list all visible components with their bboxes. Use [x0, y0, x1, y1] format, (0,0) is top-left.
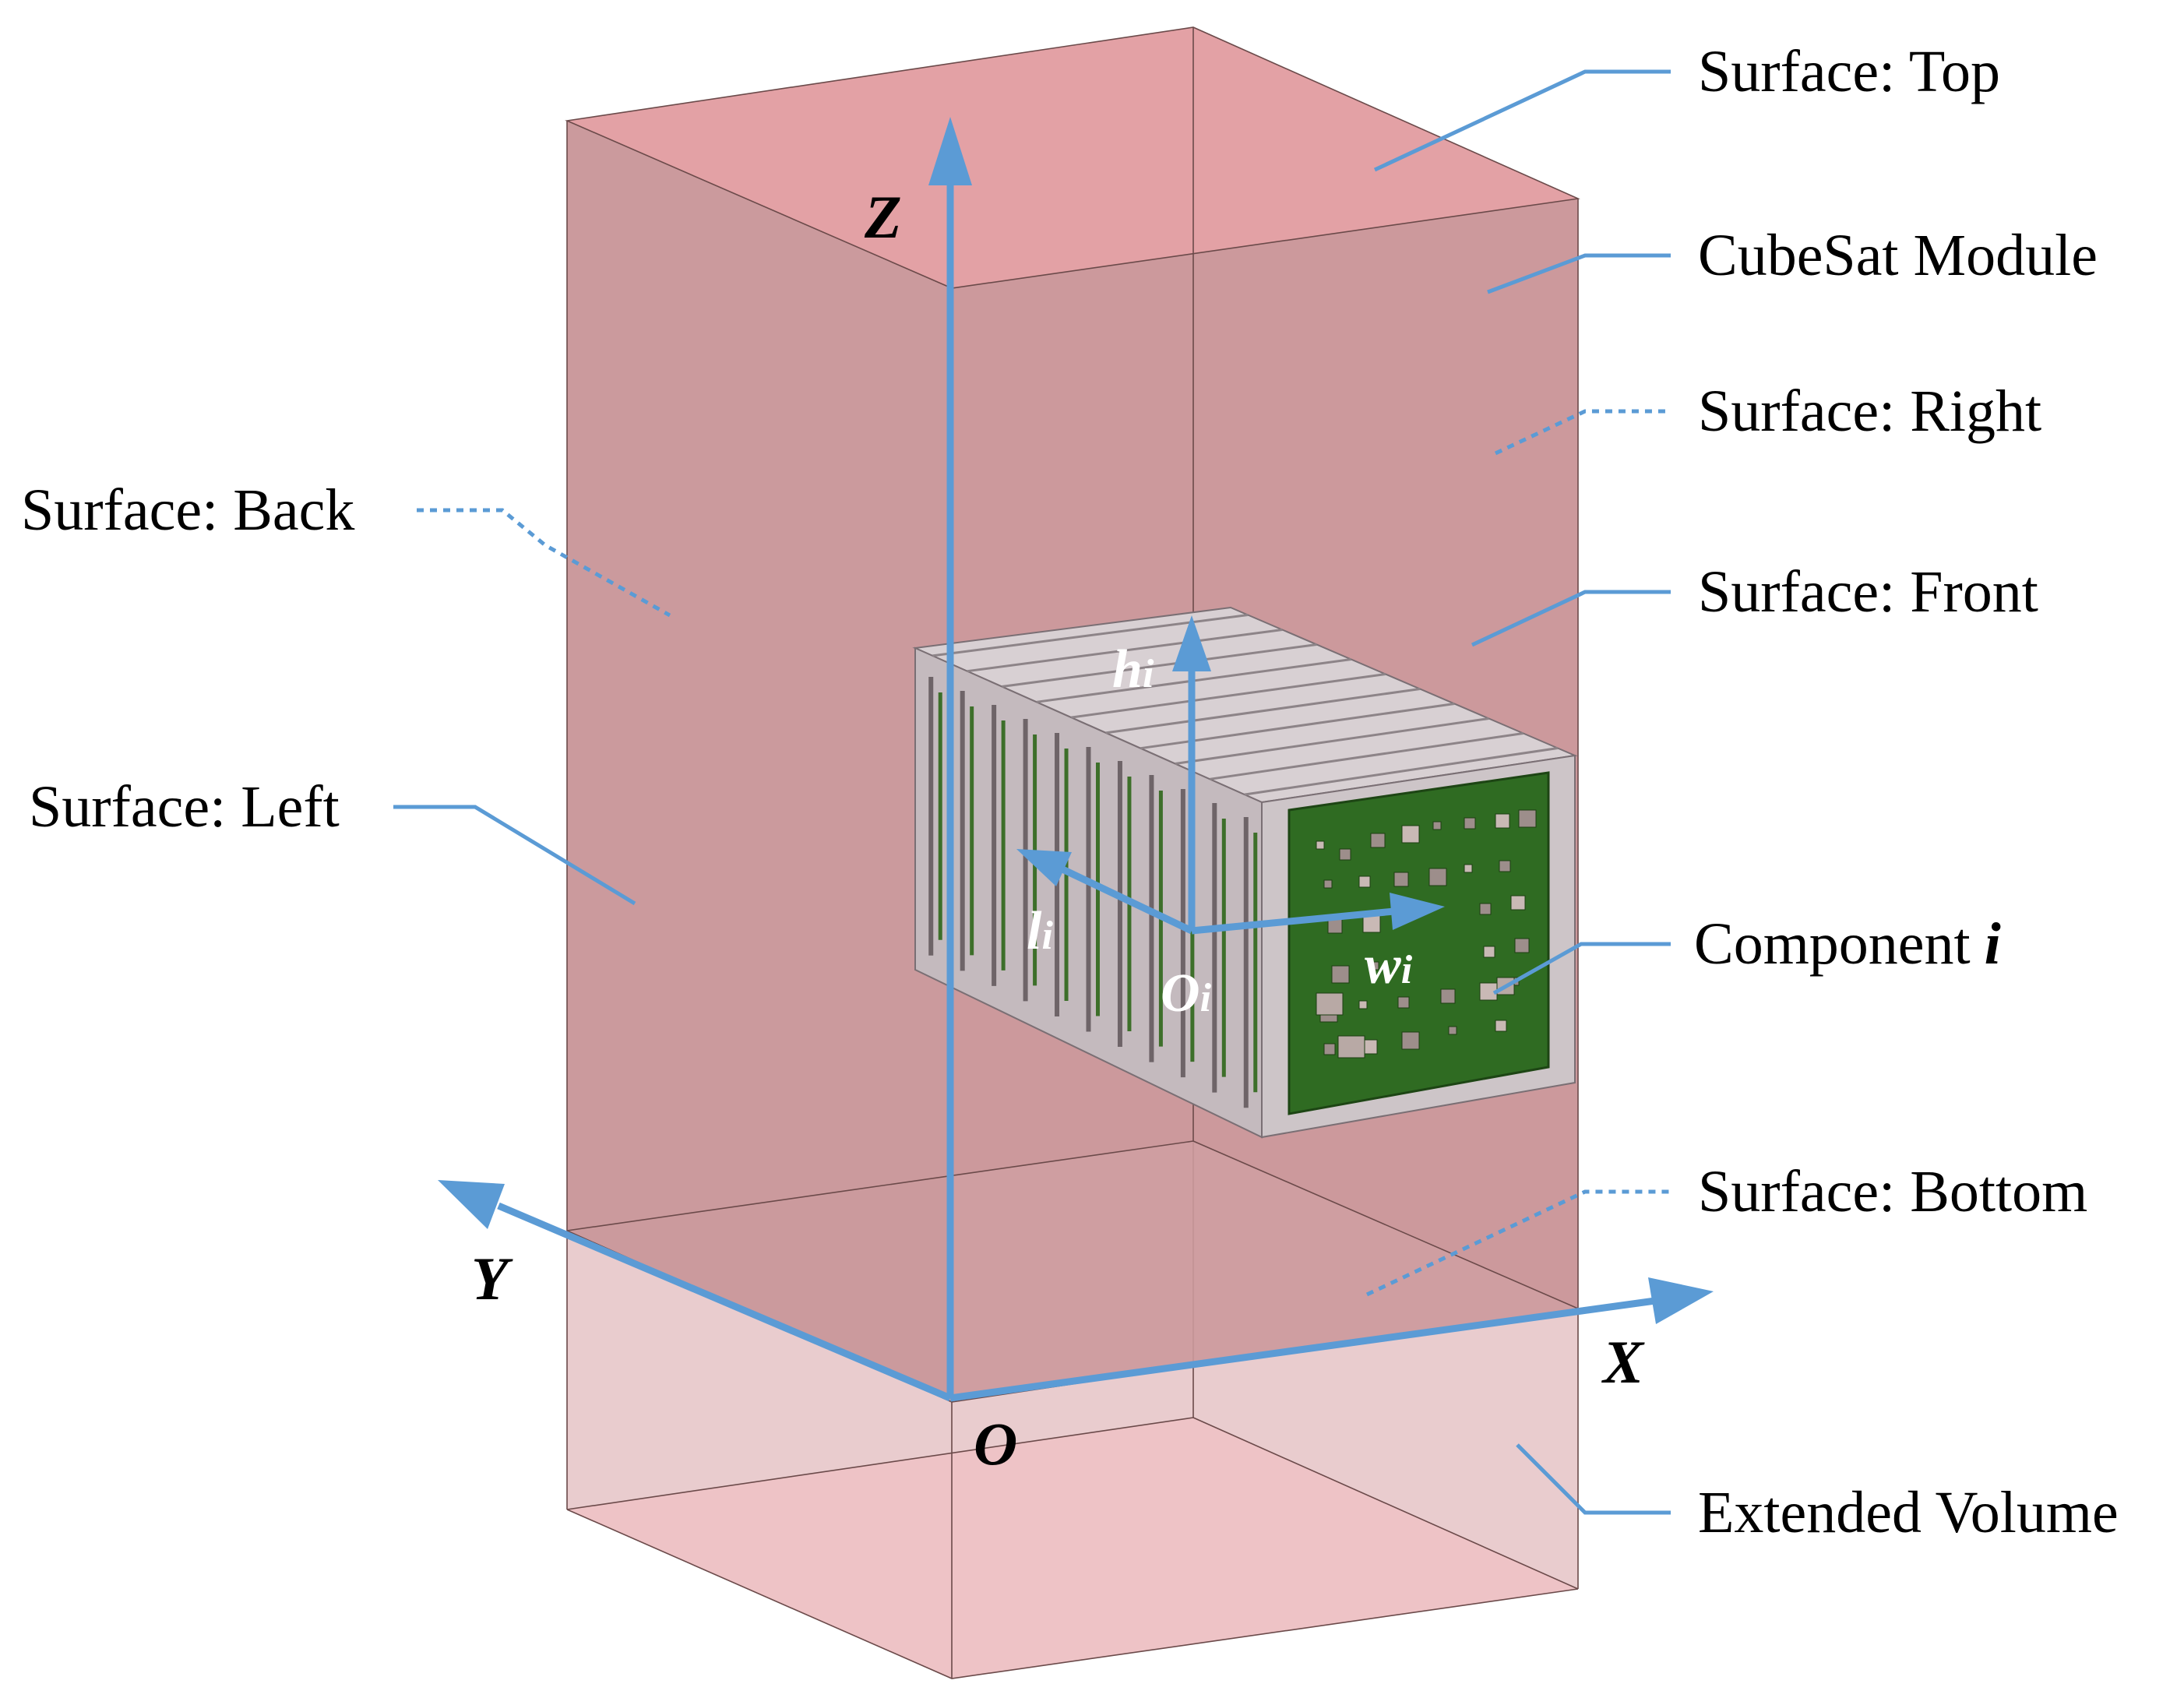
origin-label: O: [974, 1410, 1017, 1478]
top-rail: [967, 629, 1283, 673]
y-axis-arrowhead: [438, 1180, 505, 1229]
surface-top-face: [567, 27, 1578, 288]
module-bottom-right-edge: [1192, 1140, 1579, 1309]
leader-surface-right: [1494, 409, 1671, 456]
pcb-part: [1316, 840, 1325, 850]
leader-component-i: [1492, 942, 1671, 995]
l-axis-arrowhead: [1016, 849, 1072, 886]
leader-surface-top: [1373, 69, 1671, 172]
pcb-part: [1358, 1000, 1368, 1009]
pcb-part: [1362, 1039, 1378, 1055]
pcb-inductor: [1337, 1035, 1365, 1059]
pcb-part: [1495, 1020, 1507, 1032]
pcb-part: [1331, 965, 1350, 984]
leader-surface-front: [1471, 590, 1671, 647]
top-rail: [1175, 717, 1489, 765]
w-axis-label: wi: [1365, 935, 1413, 995]
leader-surface-left: [393, 805, 636, 906]
pcb-part: [1370, 961, 1379, 971]
pcb-part: [1401, 825, 1420, 844]
x-axis-label: X: [1601, 1328, 1645, 1396]
pcb-part: [1432, 821, 1442, 830]
label-surface-right: Surface: Right: [1698, 379, 2041, 444]
leader-surface-bottom: [1365, 1189, 1671, 1297]
component-pcb: [1288, 771, 1550, 1115]
extended-right-bottom-edge: [1192, 1417, 1579, 1590]
top-rail: [1071, 673, 1386, 719]
h-axis-label: hi: [1112, 639, 1154, 699]
w-axis: [1191, 907, 1395, 935]
z-axis-arrowhead: [928, 117, 972, 185]
pcb-part: [1323, 879, 1333, 889]
l-axis-label: li: [1027, 901, 1053, 961]
pcb-part: [1397, 996, 1410, 1009]
label-surface-top: Surface: Top: [1698, 39, 2000, 104]
pcb-part: [1362, 914, 1381, 933]
pcb-part: [1323, 1043, 1336, 1055]
axis-labels: Z Y X O: [471, 183, 1645, 1478]
label-surface-back: Surface: Back: [21, 477, 354, 543]
pcb-part: [1370, 833, 1386, 848]
top-rail: [1105, 688, 1421, 734]
pcb-part: [1448, 1026, 1457, 1035]
top-rail: [932, 614, 1249, 657]
h-axis-arrowhead: [1172, 615, 1211, 671]
pcb-part: [1464, 817, 1476, 830]
top-rail: [1210, 732, 1524, 780]
module-bottom-back-edge: [566, 1140, 1194, 1231]
pcb-part: [1464, 864, 1473, 873]
label-surface-left: Surface: Left: [29, 774, 340, 840]
y-axis-label: Y: [471, 1245, 513, 1312]
leader-extended-volume: [1516, 1443, 1671, 1515]
y-axis: [497, 1202, 952, 1402]
top-rail: [1002, 643, 1317, 688]
label-surface-front: Surface: Front: [1698, 559, 2038, 625]
label-surface-bottom: Surface: Bottom: [1698, 1159, 2087, 1224]
pcb-part: [1428, 868, 1447, 886]
pcb-part: [1518, 809, 1537, 828]
pcb-part: [1479, 903, 1492, 915]
x-axis-arrowhead: [1648, 1277, 1714, 1324]
global-axes: [438, 117, 1714, 1402]
pcb-part: [1495, 813, 1510, 829]
pcb-part: [1401, 1031, 1420, 1050]
pcb-part: [1393, 872, 1409, 887]
x-axis: [949, 1297, 1656, 1402]
callout-labels: Surface: Top CubeSat Module Surface: Rig…: [21, 39, 2119, 1545]
pcb-part: [1483, 946, 1495, 958]
l-axis: [1059, 865, 1193, 935]
z-axis-label: Z: [864, 183, 902, 251]
local-axes: [1016, 615, 1445, 935]
label-cubesat-module: CubeSat Module: [1698, 223, 2098, 288]
top-rail: [1244, 747, 1559, 796]
leader-cubesat-module: [1487, 253, 1671, 294]
pcb-part: [1339, 848, 1351, 861]
pcb-part: [1327, 918, 1343, 934]
extended-back-bottom-edge: [566, 1417, 1194, 1510]
local-axis-labels: hi li wi Oi: [1027, 639, 1413, 1023]
label-extended-volume: Extended Volume: [1698, 1480, 2119, 1545]
leader-surface-back: [417, 508, 671, 618]
pcb-part: [1499, 860, 1511, 872]
leader-lines: [393, 69, 1671, 1515]
pcb-part: [1358, 875, 1371, 888]
extended-volume-floor: [567, 1418, 1578, 1679]
pcb-inductor: [1316, 992, 1344, 1016]
pcb-part: [1440, 988, 1456, 1004]
w-axis-arrowhead: [1390, 893, 1445, 930]
pcb-part: [1510, 895, 1526, 911]
pcb-part: [1514, 938, 1530, 953]
oi-label: Oi: [1161, 963, 1212, 1023]
surface-left-face: [567, 121, 952, 1402]
